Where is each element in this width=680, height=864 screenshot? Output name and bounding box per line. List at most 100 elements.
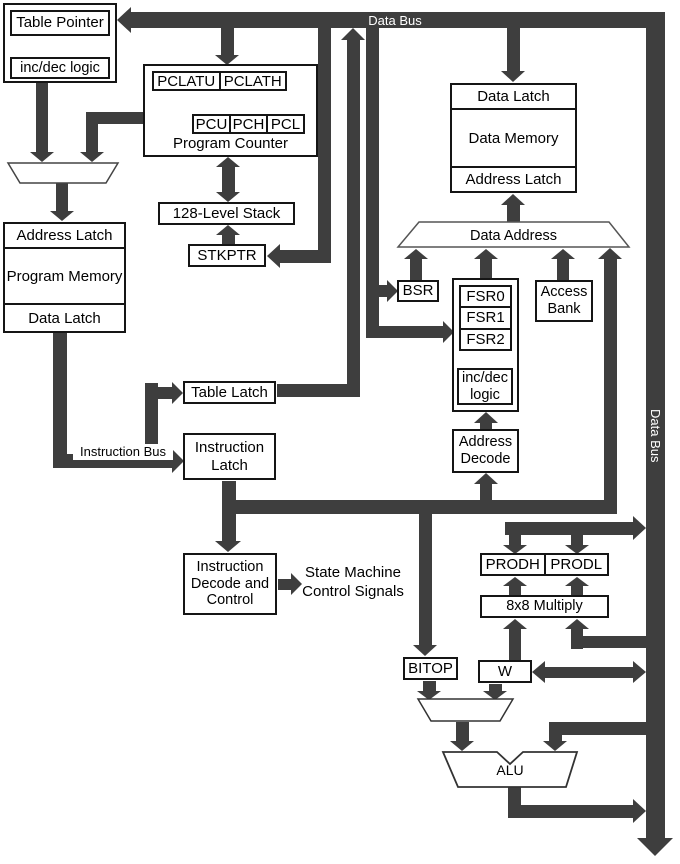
data-memory-cell: Data Memory <box>452 108 575 166</box>
line-pc-to-mux-h <box>86 112 143 124</box>
line-junction-to-dataaddress <box>604 259 617 501</box>
line-databus-to-mult-h <box>571 636 646 648</box>
pclat-registers: PCLATU PCLATH <box>152 71 287 91</box>
arrow-databus-to-table-pointer <box>117 7 131 33</box>
fsr1-label: FSR1 <box>466 309 505 327</box>
line-accessbank-up <box>557 259 569 281</box>
arrow-databus-into-mult <box>565 619 589 629</box>
instruction-decode-label: Instruction Decode and Control <box>190 558 270 609</box>
pcl-cell: PCL <box>266 115 303 133</box>
line-branch-to-tablelatch-h <box>158 387 173 399</box>
arrow-into-prodl <box>565 545 589 554</box>
access-bank-box: Access Bank <box>535 280 593 322</box>
line-junction-to-bitop <box>419 514 432 645</box>
line-databus-to-stkptr-h <box>280 250 331 263</box>
arrow-mult-into-prodl <box>565 577 589 586</box>
pcu-label: PCU <box>195 115 228 133</box>
data-memory-address-latch-label: Address Latch <box>465 171 562 188</box>
pclatu-cell: PCLATU <box>154 72 219 90</box>
arrow-into-dataaddress-right <box>598 248 622 259</box>
line-bsr-up <box>410 259 422 281</box>
pc-registers: PCU PCH PCL <box>192 114 305 134</box>
bitop-label: BITOP <box>408 659 453 677</box>
data-bus-top <box>131 12 665 28</box>
line-tablelatch-to-databus-h <box>277 384 347 397</box>
arrow-stack-to-pc <box>216 157 240 167</box>
fsr0-cell: FSR0 <box>461 287 510 306</box>
table-latch-label: Table Latch <box>191 383 268 401</box>
arrow-into-w <box>532 661 545 683</box>
arrow-alu-into-databus <box>633 799 646 823</box>
program-memory-data-latch: Data Latch <box>5 303 124 331</box>
pclath-cell: PCLATH <box>218 73 286 90</box>
address-decode-box: Address Decode <box>452 429 519 473</box>
arrow-into-instr-decode <box>215 541 241 552</box>
prodl-label: PRODL <box>550 556 603 573</box>
line-databus-to-pc <box>221 28 234 55</box>
program-memory-label: Program Memory <box>6 267 123 285</box>
bsr-box: BSR <box>397 280 439 302</box>
w-register-label: W <box>497 662 513 680</box>
line-databus-to-datamem <box>507 28 520 71</box>
inc-dec-logic-right-label: inc/dec logic <box>462 369 508 403</box>
table-latch-box: Table Latch <box>183 381 276 404</box>
line-mux-to-addresslatch <box>56 183 68 211</box>
program-memory-data-latch-label: Data Latch <box>28 309 101 327</box>
arrow-into-stkptr <box>267 244 280 268</box>
line-pc-stack <box>222 167 235 192</box>
stkptr-label: STKPTR <box>197 246 257 264</box>
line-into-prodl <box>571 535 583 546</box>
arrow-into-bitop <box>413 645 437 656</box>
line-w-to-mult <box>509 629 521 660</box>
pclatu-label: PCLATU <box>157 72 216 90</box>
line-mult-prodl <box>571 586 583 596</box>
arrow-into-tablelatch <box>172 382 183 404</box>
line-mux-to-alu <box>456 722 469 741</box>
data-memory-address-latch: Address Latch <box>452 166 575 191</box>
prodl-cell: PRODL <box>543 555 608 574</box>
arrow-w-into-databus <box>633 661 646 683</box>
pcu-cell: PCU <box>194 115 229 133</box>
program-memory-cell: Program Memory <box>5 247 124 303</box>
arrow-bitop-into-mux <box>417 691 441 700</box>
arrow-databus-into-alu <box>543 741 567 751</box>
arrow-fsr-into-dataaddress <box>474 249 498 259</box>
bsr-label: BSR <box>402 282 434 300</box>
program-memory-box: Address Latch Program Memory Data Latch <box>3 222 126 333</box>
arrow-w-into-mux <box>483 691 507 700</box>
state-machine-label: State Machine Control Signals <box>302 564 404 600</box>
line-pc-to-mux-v <box>86 112 98 152</box>
data-address-mux <box>396 221 631 248</box>
arrow-prodline-into-databus <box>633 516 646 540</box>
inc-dec-logic-left-box: inc/dec logic <box>10 57 110 79</box>
pch-cell: PCH <box>229 115 266 133</box>
arrow-tablelatch-into-databus <box>341 28 365 40</box>
bitop-box: BITOP <box>403 657 458 680</box>
line-to-addrdecode <box>480 484 492 501</box>
line-w-to-mux <box>489 684 502 691</box>
pch-label: PCH <box>232 115 265 133</box>
arrow-incdec-into-mux <box>30 152 54 162</box>
multiply-label: 8x8 Multiply <box>506 598 583 615</box>
line-alu-out-h <box>508 805 633 818</box>
fsr2-label: FSR2 <box>466 330 505 348</box>
multiply-box: 8x8 Multiply <box>480 595 609 618</box>
inc-dec-logic-right-box: inc/dec logic <box>457 368 513 405</box>
arrow-into-instruction-latch <box>172 449 184 473</box>
arrow-mux-into-addresslatch <box>50 211 74 221</box>
address-decode-label: Address Decode <box>458 434 513 467</box>
line-incdec-to-mux <box>36 82 48 152</box>
fsr0-label: FSR0 <box>466 288 505 306</box>
access-bank-label: Access Bank <box>540 284 588 317</box>
arrow-stkptr-to-stack <box>216 225 240 235</box>
arrow-pc-into-mux <box>80 152 104 162</box>
arrow-into-fsr-box <box>474 412 498 423</box>
alu-shape <box>441 751 579 788</box>
inc-dec-logic-left-label: inc/dec logic <box>20 59 100 76</box>
prodh-cell: PRODH <box>482 555 544 574</box>
arrow-into-addresslatch-datamem <box>501 194 525 205</box>
pcl-label: PCL <box>270 115 301 133</box>
line-progmem-down <box>53 333 67 468</box>
arrow-into-addrdecode <box>474 473 498 484</box>
